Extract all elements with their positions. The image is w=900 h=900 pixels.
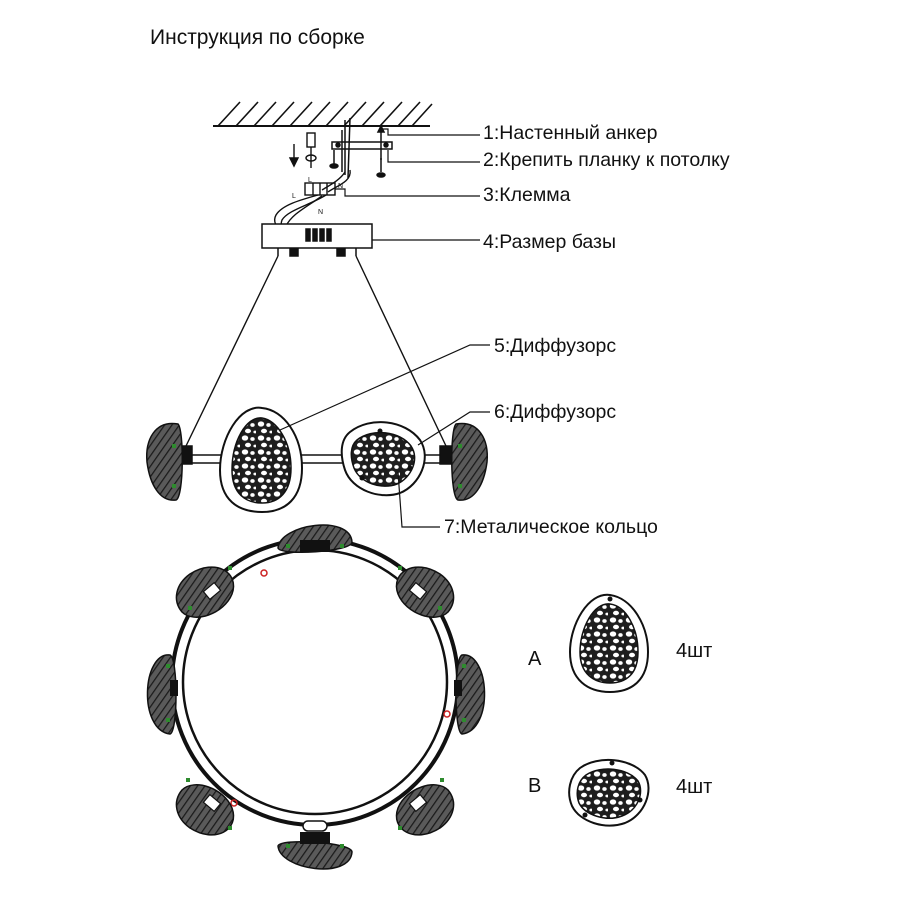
- callout-leaders: [279, 128, 490, 528]
- screwdriver-icon: [288, 132, 317, 168]
- part-b-letter: B: [528, 775, 542, 797]
- part-a-letter: A: [528, 648, 542, 670]
- lamp-bottom: [277, 832, 353, 870]
- ring-side-view: [179, 445, 453, 465]
- lamp-bottom-right: [395, 778, 455, 836]
- callout-7-metal-ring: 7:Металическое кольцо: [444, 516, 658, 538]
- callout-5-diffuser: 5:Диффузорс: [494, 335, 617, 357]
- callout-3-terminal: 3:Клемма: [483, 184, 571, 206]
- part-b-diffuser: [568, 758, 650, 827]
- lamp-left: [146, 654, 178, 735]
- side-lamp-right: [451, 422, 488, 501]
- ceiling: [213, 101, 433, 127]
- diffuser-rounded-triangle: [340, 421, 426, 497]
- wire-label-l2: L: [292, 193, 296, 200]
- lamp-top-right: [395, 566, 455, 618]
- page-title: Инструкция по сборке: [150, 26, 365, 49]
- wire-label-n2: N: [318, 209, 323, 216]
- part-a-diffuser: [568, 593, 650, 694]
- lamp-bottom-left: [175, 778, 235, 836]
- mounting-plate: [329, 117, 393, 179]
- side-lamp-left: [146, 422, 183, 501]
- wire-label-n1: N: [338, 183, 343, 190]
- part-b-count: 4шт: [676, 776, 713, 798]
- lamp-top-left: [175, 566, 235, 618]
- diffuser-teardrop: [218, 406, 304, 514]
- lamp-top: [277, 524, 353, 553]
- suspension-cable-right: [355, 255, 447, 447]
- callout-1-wall-anchor: 1:Настенный анкер: [483, 122, 658, 144]
- canopy-base: [261, 223, 373, 257]
- lamp-right: [454, 654, 486, 735]
- callout-2-mounting-plate: 2:Крепить планку к потолку: [483, 149, 730, 171]
- callout-6-diffuser: 6:Диффузорс: [494, 401, 617, 423]
- part-a-count: 4шт: [676, 640, 713, 662]
- wire-label-l1: L: [308, 177, 312, 184]
- suspension-cable-left: [185, 255, 279, 447]
- callout-4-base-size: 4:Размер базы: [483, 231, 617, 253]
